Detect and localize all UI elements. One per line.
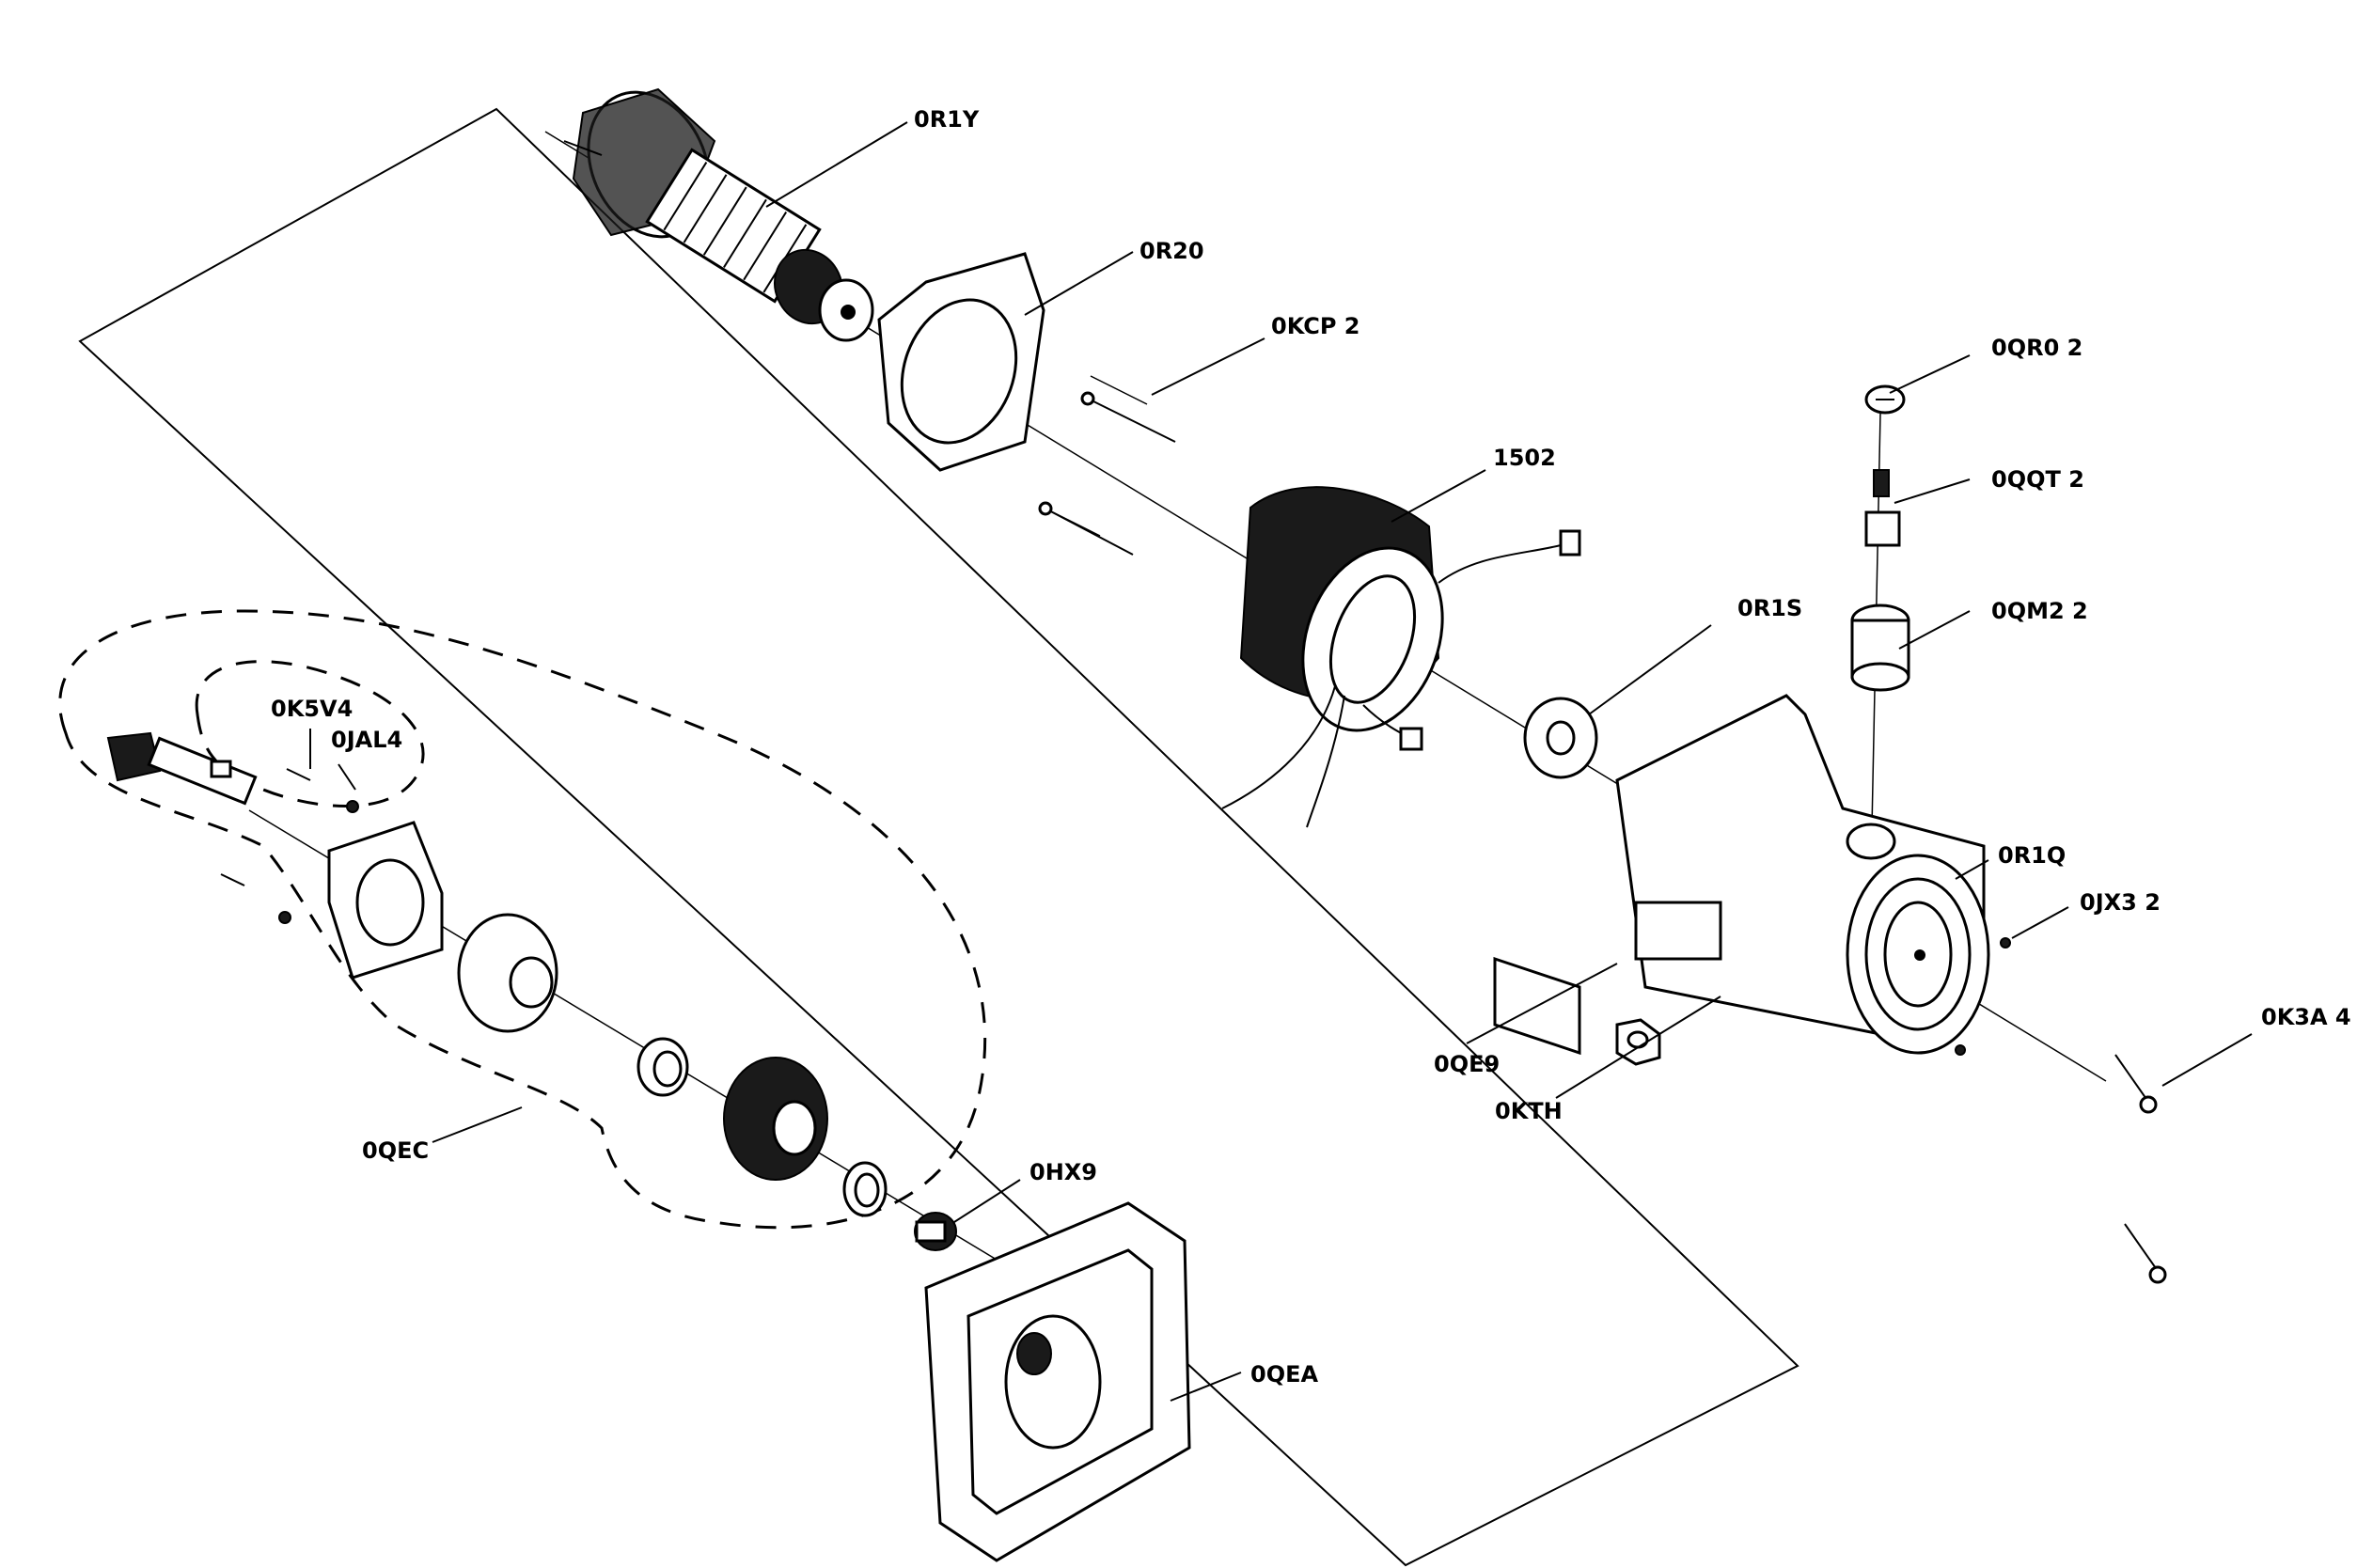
label-gear-case: 0QEA [1250, 1361, 1318, 1388]
spindle-part [106, 731, 258, 806]
label-small-screw: 0K5V4 [271, 696, 353, 722]
lock-washer-part [278, 800, 359, 924]
gear-case-part [924, 1201, 1191, 1562]
label-needle-bearing: 0HX9 [1029, 1159, 1097, 1185]
field-coil-part [1221, 486, 1581, 828]
assembly-plane [78, 107, 1799, 1567]
carbon-brush-part [1864, 469, 1901, 547]
label-gear-assembly: 0QEC [362, 1137, 429, 1164]
label-long-bolt: 0K3A 4 [2261, 1004, 2351, 1030]
nut-part [1615, 1018, 1661, 1066]
label-rear-bearing: 0R1S [1737, 595, 1802, 621]
housing-screw-part [1955, 937, 2011, 1056]
front-bearing-part [457, 913, 558, 1033]
baffle-part [877, 252, 1045, 472]
long-screw-parts [1038, 391, 1176, 556]
label-long-screw: 0KCP 2 [1271, 313, 1359, 339]
label-baffle: 0R20 [1139, 238, 1204, 264]
label-label-plate: 0QE9 [1434, 1051, 1500, 1077]
label-nut: 0KTH [1495, 1098, 1563, 1124]
motor-housing-part [1615, 694, 1990, 1055]
retaining-ring-part [842, 1161, 888, 1217]
label-field-coil: 1502 [1493, 445, 1556, 471]
long-bolt-part [2114, 1054, 2167, 1284]
part-labels: 0R1Y 0R20 0KCP 2 1502 0QR0 2 0QQT 2 0QM2… [271, 106, 2351, 1388]
brush-holder-part [1850, 604, 1910, 692]
label-brush-holder: 0QM2 2 [1991, 598, 2088, 624]
leader-lines [309, 121, 2253, 1402]
front-plate-part [327, 821, 444, 980]
spacer-ring-part [636, 1037, 689, 1097]
label-brush-cap: 0QR0 2 [1991, 335, 2082, 361]
label-carbon-brush: 0QQT 2 [1991, 466, 2084, 493]
label-lock-washer: 0JAL4 [331, 727, 402, 753]
armature-part [563, 87, 874, 342]
drive-gear-part [723, 1057, 828, 1181]
label-motor-housing: 0R1Q [1998, 842, 2066, 869]
label-housing-screw: 0JX3 2 [2080, 889, 2161, 916]
needle-bearing-part [914, 1212, 957, 1251]
rear-bearing-part [1523, 697, 1598, 779]
brush-cap-part [1864, 384, 1906, 415]
axis-lines [248, 131, 2107, 1261]
label-armature: 0R1Y [914, 106, 980, 133]
small-screw-part [220, 768, 311, 886]
